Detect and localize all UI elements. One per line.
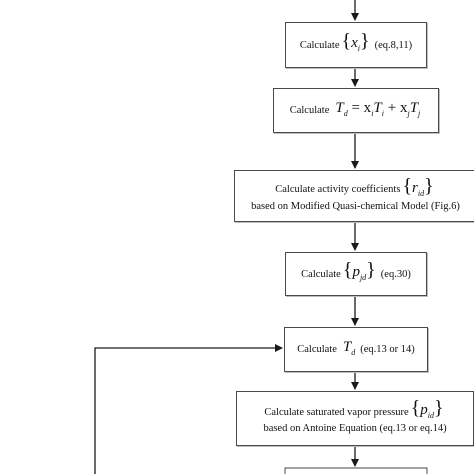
step-calculate-pjd: Calculate {pjd} (eq.30) [285,252,427,296]
step3-line2: based on Modified Quasi-chemical Model (… [251,200,460,212]
step3-var: r [412,179,418,196]
step2-prefix: Calculate [289,105,330,116]
step4-prefix: Calculate [301,268,341,280]
step-calculate-td: Calculate Td = xiTi + xjTj [273,88,439,133]
step2-t2-T: T [409,99,419,116]
step2-t2-sub: j [407,108,410,118]
step6-var: p [420,402,428,418]
step2-t1-T-sub: i [381,108,384,118]
step5-sub: d [351,347,356,357]
step1-prefix: Calculate [299,39,340,51]
step2-t2-T-sub: j [418,108,421,118]
step5-var: T [342,338,352,355]
step2-lhs: T [335,99,344,116]
step6-line2: based on Antoine Equation (eq.13 or eq.1… [263,423,447,434]
step6-prefix: Calculate saturated vapor pressure [264,406,409,418]
step-calculate-xi: Calculate {xi} (eq.8,11) [285,22,427,68]
step6-sub: id [427,411,435,420]
step-activity-coefficients: Calculate activity coefficients {rid} ba… [234,170,474,222]
step5-prefix: Calculate [297,344,337,355]
feedback-loop-arrow [94,344,283,474]
next-box-partial [284,467,428,474]
step-calculate-td-eq: Calculate Td (eq.13 or 14) [284,327,428,372]
step1-sub: i [357,44,361,53]
step4-sub: jd [359,273,367,282]
step1-var: x [351,35,358,51]
step2-lhs-sub: d [343,108,348,118]
step5-formula: Td [342,338,356,359]
step-saturated-vapor-pressure: Calculate saturated vapor pressure {pid}… [236,391,474,446]
step2-t1-sub: i [371,108,374,118]
step2-t1-T: T [373,99,382,116]
step2-plus: + x [387,99,408,116]
step3-formula: {rid} [402,174,434,198]
step6-formula: {pid} [410,397,444,420]
step1-formula: {xi} [341,30,370,53]
step4-ref: (eq.30) [380,268,411,280]
step5-ref: (eq.13 or 14) [360,344,415,355]
step2-formula: Td = xiTi + xjTj [335,99,421,120]
step4-var: p [352,264,360,280]
step1-ref: (eq.8,11) [374,39,413,51]
step4-formula: {pjd} [342,259,376,282]
step3-sub: id [417,188,425,198]
step2-eq: = x [351,99,372,116]
step3-prefix: Calculate activity coefficients [275,184,401,195]
